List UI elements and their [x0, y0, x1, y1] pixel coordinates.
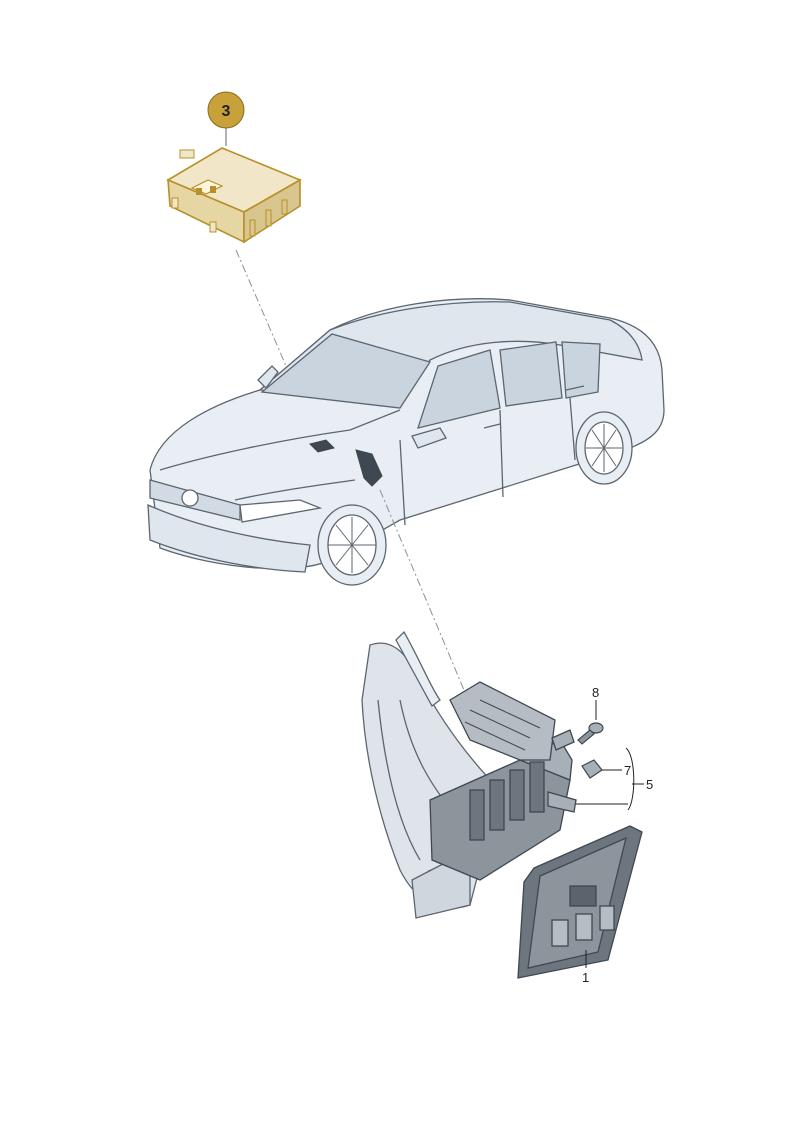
relay-carrier — [429, 681, 577, 881]
part-1-control-module[interactable] — [517, 825, 643, 979]
callout-label-1: 1 — [582, 970, 589, 985]
callout-1[interactable]: 1 — [582, 950, 589, 985]
part-3-control-unit[interactable] — [166, 147, 302, 244]
part-8-screw[interactable] — [577, 722, 604, 745]
callout-5[interactable]: 5 — [576, 747, 653, 811]
leader-line-bracket — [379, 489, 465, 691]
callout-7[interactable]: 7 — [602, 763, 631, 778]
callout-label-7: 7 — [624, 763, 631, 778]
callout-label-8: 8 — [592, 685, 599, 700]
callout-label-3: 3 — [222, 103, 231, 120]
callout-8[interactable]: 8 — [592, 685, 599, 720]
bracket-location-marker — [355, 449, 383, 487]
part-3-location-marker — [309, 439, 335, 453]
callout-badge-3[interactable]: 3 — [207, 91, 245, 146]
callout-label-5: 5 — [646, 777, 653, 792]
car-illustration — [147, 298, 665, 586]
part-7-clip[interactable] — [581, 759, 603, 779]
